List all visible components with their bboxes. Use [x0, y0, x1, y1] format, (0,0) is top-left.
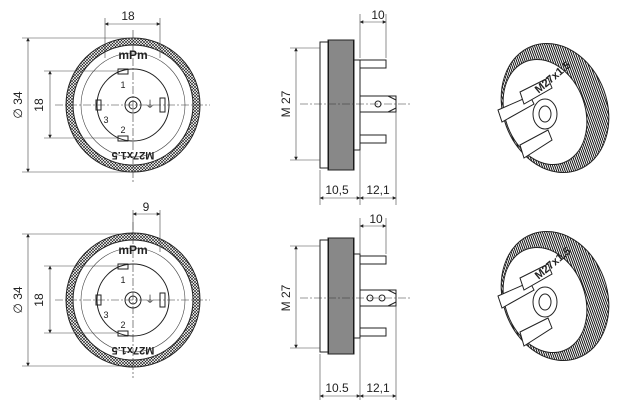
pin-dimension: 10: [371, 8, 385, 22]
pin-bottom: [359, 134, 387, 144]
contact-3: [95, 294, 102, 306]
top-front-view: 1 3 2 ⏚ mPm M27x1.5 18 ∅ 34 18: [11, 9, 210, 182]
bottom-side-view: 10 M 27 10.5 12,1: [279, 212, 410, 400]
pin-label-1: 1: [120, 275, 125, 285]
pin-label-2: 2: [120, 320, 125, 330]
body-dimension: 10.5: [325, 381, 349, 395]
thread-dimension: M 27: [279, 284, 293, 311]
top-iso-view: M27x1.5: [497, 42, 610, 174]
iso-pin-bottom: [519, 317, 553, 347]
brand-text: mPm: [118, 48, 147, 62]
contact-1: [117, 68, 129, 75]
bottom-iso-view: M27x1.5: [497, 230, 610, 362]
ground-contact: [159, 97, 166, 113]
contact-2: [117, 135, 129, 142]
diameter-dimension: ∅ 34: [11, 286, 25, 313]
pin-length-dimension: 12,1: [366, 381, 390, 395]
thread-dimension: M 27: [279, 90, 293, 117]
body-dimension: 10,5: [325, 183, 349, 197]
contact-2: [117, 330, 129, 337]
pin-top: [359, 59, 387, 69]
pin-length-dimension: 12,1: [366, 183, 390, 197]
contact-3: [95, 99, 102, 111]
pin-label-3: 3: [103, 115, 108, 125]
pin-label-2: 2: [120, 125, 125, 135]
ground-symbol: ⏚: [145, 99, 155, 111]
top-side-view: 10 M 27 10,5 12,1: [279, 8, 410, 205]
knurled-body: [327, 237, 355, 355]
pin-label-1: 1: [120, 80, 125, 90]
width-dimension: 18: [121, 9, 135, 23]
thread-text: M27x1.5: [112, 344, 155, 356]
pin-label-3: 3: [103, 310, 108, 320]
ground-contact: [159, 292, 166, 308]
height-dimension: 18: [32, 98, 46, 112]
pin-top: [359, 255, 387, 265]
pin-dimension: 10: [369, 212, 383, 226]
width-dimension: 9: [143, 200, 150, 214]
iso-pin-top: [519, 263, 553, 291]
iso-pin-bottom: [519, 129, 553, 159]
pin-bottom: [359, 327, 387, 337]
thread-text: M27x1.5: [112, 149, 155, 161]
bottom-front-view: 1 3 2 ⏚ mPm M27x1.5 9 ∅ 34 18: [11, 200, 210, 378]
brand-text: mPm: [118, 243, 147, 257]
diameter-dimension: ∅ 34: [11, 91, 25, 118]
contact-1: [117, 263, 129, 270]
knurled-body: [327, 39, 355, 171]
ground-symbol: ⏚: [145, 294, 155, 306]
iso-pin-top: [519, 77, 553, 105]
height-dimension: 18: [32, 293, 46, 307]
